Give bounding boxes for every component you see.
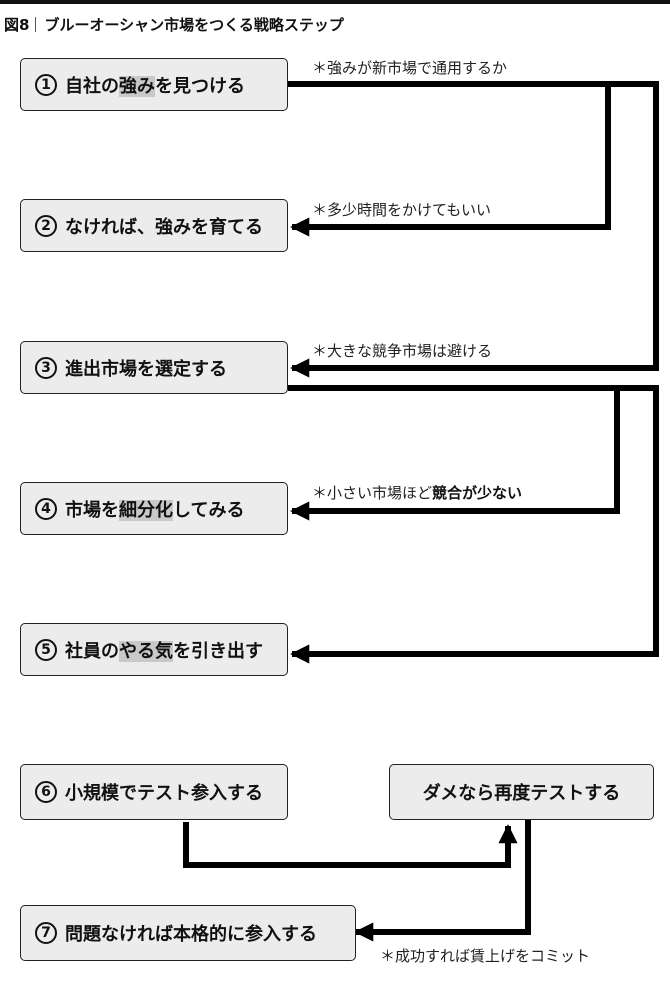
- step-5-highlight: やる気: [119, 640, 173, 662]
- step-1-label: 自社の強みを見つける: [65, 75, 245, 97]
- step-5-box: 5 社員のやる気を引き出す: [20, 623, 288, 676]
- title-separator: [35, 17, 37, 32]
- step-3-box: 3 進出市場を選定する: [20, 341, 288, 394]
- top-rule: [0, 0, 670, 4]
- note-2: ＊多少時間をかけてもいい: [312, 201, 491, 219]
- figure-title: 図8 ブルーオーシャン市場をつくる戦略ステップ: [4, 14, 344, 35]
- step-4-number: 4: [35, 497, 57, 520]
- arrow-6-to-retest: [183, 822, 518, 868]
- figure-number: 図8: [4, 16, 30, 34]
- arrow-3-to-5: [288, 385, 659, 664]
- step-3-label: 進出市場を選定する: [65, 358, 227, 380]
- arrow-retest-to-7: [354, 820, 531, 942]
- step-3-number: 3: [35, 356, 57, 379]
- retest-label: ダメなら再度テストする: [422, 783, 621, 804]
- note-4-bold: 競合が少ない: [432, 484, 523, 502]
- step-1-highlight: 強み: [119, 75, 155, 97]
- step-7-number: 7: [35, 922, 57, 944]
- step-6-box: 6 小規模でテスト参入する: [20, 764, 288, 820]
- step-1-number: 1: [35, 73, 57, 96]
- step-7-label: 問題なければ本格的に参入する: [65, 924, 317, 945]
- step-2-label: なければ、強みを育てる: [65, 216, 263, 238]
- step-5-number: 5: [35, 638, 57, 661]
- arrow-1-to-3: [288, 81, 659, 378]
- step-7-box: 7 問題なければ本格的に参入する: [20, 905, 356, 961]
- step-4-highlight: 細分化: [119, 499, 173, 521]
- step-4-box: 4 市場を細分化してみる: [20, 482, 288, 535]
- note-5: ＊成功すれば賃上げをコミット: [380, 947, 591, 965]
- step-6-label: 小規模でテスト参入する: [65, 783, 263, 804]
- note-3: ＊大きな競争市場は避ける: [312, 342, 493, 360]
- figure-title-text: ブルーオーシャン市場をつくる戦略ステップ: [44, 16, 344, 34]
- step-1-box: 1 自社の強みを見つける: [20, 58, 288, 111]
- retest-box: ダメなら再度テストする: [389, 764, 654, 820]
- step-4-label: 市場を細分化してみる: [65, 499, 245, 521]
- step-5-label: 社員のやる気を引き出す: [65, 640, 263, 662]
- step-6-number: 6: [35, 781, 57, 803]
- note-1: ＊強みが新市場で通用するか: [312, 59, 508, 77]
- step-2-box: 2 なければ、強みを育てる: [20, 199, 288, 252]
- step-2-number: 2: [35, 214, 57, 237]
- note-4: ＊小さい市場ほど競合が少ない: [312, 484, 523, 502]
